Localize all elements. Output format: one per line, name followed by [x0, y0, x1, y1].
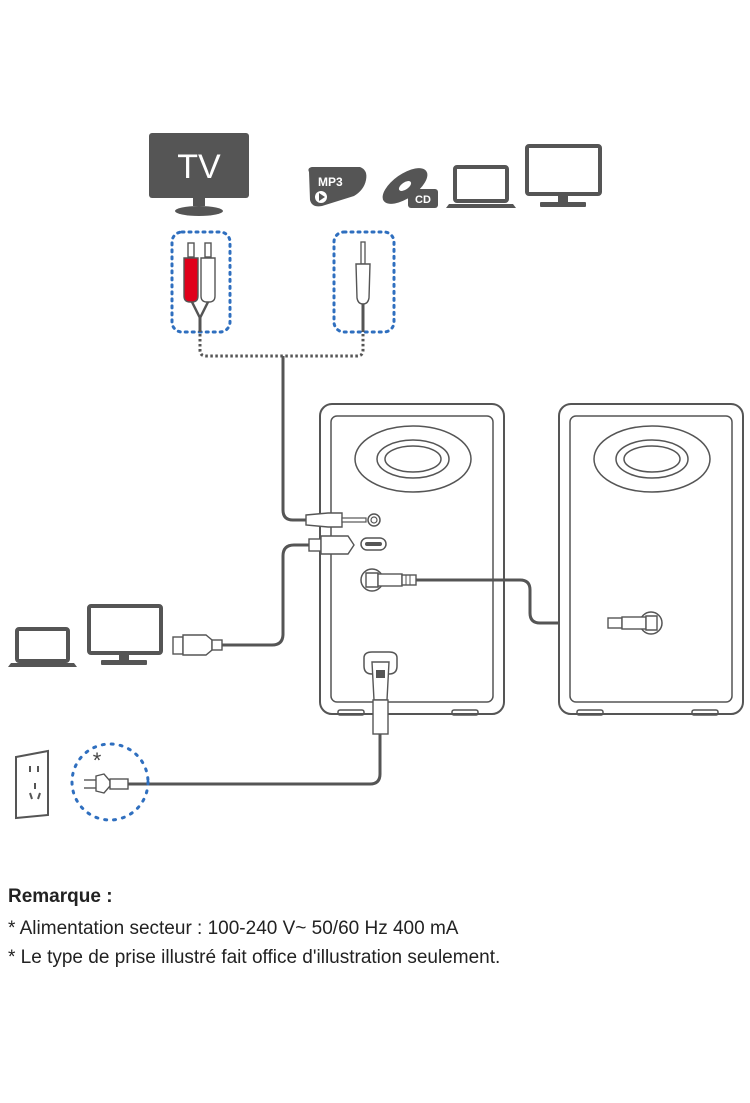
- speaker-link-plug-right: [607, 615, 658, 631]
- source-cable-dotted: [198, 334, 365, 358]
- wall-plug-icon: [84, 773, 129, 794]
- aux-in-port: [367, 513, 381, 527]
- mp3-label: MP3: [318, 175, 343, 189]
- note-plug-type: * Le type de prise illustré fait office …: [8, 947, 501, 968]
- monitor-icon: [525, 144, 602, 207]
- tv-icon: TV: [149, 133, 249, 216]
- speaker-link-cable: [416, 578, 612, 625]
- usb-c-cable: [222, 543, 310, 647]
- right-speaker: [558, 403, 744, 716]
- laptop-icon: [446, 165, 516, 208]
- notes: Remarque : * Alimentation secteur : 100-…: [8, 886, 500, 972]
- cd-label: CD: [415, 194, 431, 206]
- left-speaker: [319, 403, 505, 716]
- connection-diagram: TV MP3 CD: [8, 133, 744, 822]
- note-power-spec: * Alimentation secteur : 100-240 V~ 50/6…: [8, 918, 459, 939]
- power-plug-asterisk: *: [93, 748, 102, 773]
- rca-cable-icon: [170, 230, 232, 334]
- aux-plug: [305, 512, 367, 528]
- audio-cable: [281, 356, 310, 522]
- monitor-icon-left: [87, 604, 163, 665]
- aux-cable-icon: [332, 230, 396, 334]
- cd-icon: CD: [382, 168, 438, 208]
- mp3-player-icon: MP3: [308, 167, 367, 207]
- tv-label: TV: [177, 148, 221, 186]
- usb-c-plug: [172, 535, 355, 656]
- power-cable: [128, 734, 382, 786]
- notes-title: Remarque :: [8, 886, 113, 907]
- speaker-link-plug-left: [365, 572, 417, 588]
- laptop-icon-left: [8, 627, 77, 667]
- power-plug-speaker: [371, 661, 390, 735]
- power-plug-highlight: [70, 742, 150, 822]
- wall-outlet-icon: [15, 749, 49, 820]
